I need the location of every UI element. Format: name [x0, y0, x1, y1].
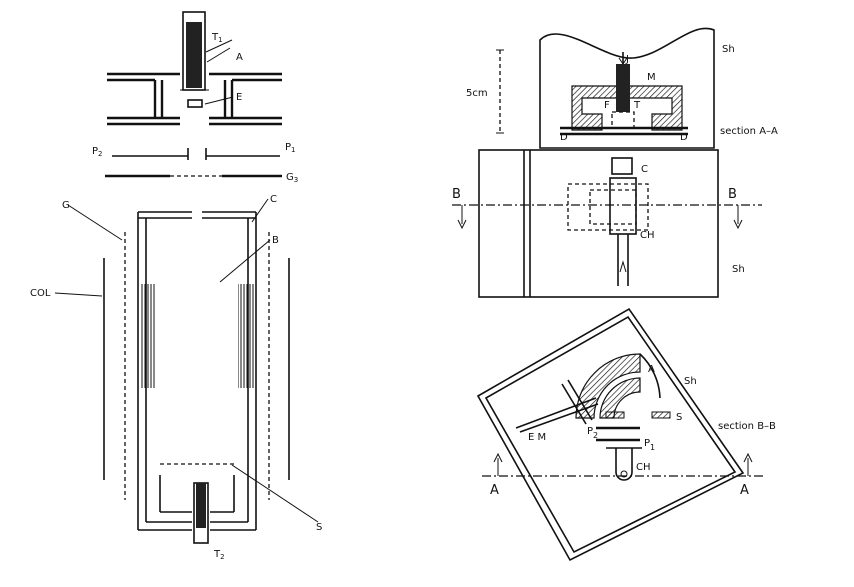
plate-s: [651, 411, 671, 419]
label-b-right: B: [728, 187, 737, 202]
coil-left: [140, 284, 156, 388]
label-section-bb: section B–B: [718, 421, 776, 432]
label-g3: G3: [286, 172, 298, 184]
label-p1: P1: [285, 142, 296, 154]
cell-c: [137, 211, 257, 531]
connector-c: [611, 157, 633, 175]
section-aa-box: [452, 149, 762, 298]
label-sh-top: Sh: [722, 44, 735, 55]
label-t2: T2: [213, 549, 225, 561]
bottom-right-labels: Sh A S E M P2 P1 CH A A section B–B: [490, 364, 776, 498]
outer-box: [478, 149, 719, 298]
left-figure-labels: T1 A E P2 P1 G3 G C B COL S T2: [30, 32, 322, 561]
label-a-arc: A: [648, 364, 655, 375]
label-j: J: [625, 54, 629, 65]
label-t: T: [633, 100, 641, 111]
label-ch-bottom: CH: [636, 462, 651, 473]
label-a: A: [236, 52, 243, 63]
bottom-right-figure: [476, 307, 766, 562]
label-m: M: [647, 72, 656, 83]
plates-p1-p2: [112, 148, 280, 160]
label-sh-rotated: Sh: [684, 376, 697, 387]
label-s-plate: S: [676, 412, 682, 423]
label-p2: P2: [92, 146, 103, 158]
label-sh-bottom: Sh: [732, 264, 745, 275]
label-b: B: [272, 235, 279, 246]
label-b-left: B: [452, 187, 461, 202]
label-c-connector: C: [641, 164, 648, 175]
filament-box: [611, 111, 635, 129]
label-ch: CH: [640, 230, 655, 241]
label-a-left: A: [490, 483, 499, 498]
coil-right: [238, 284, 254, 388]
label-a-right: A: [740, 483, 749, 498]
tube-t2-fill: [196, 483, 206, 528]
label-section-aa: section A–A: [720, 126, 778, 137]
label-f: F: [604, 100, 610, 111]
label-e: E: [236, 92, 242, 103]
label-s: S: [316, 522, 322, 533]
shield-top: [539, 27, 715, 149]
channel-ch-bottom: [615, 448, 633, 481]
label-c: C: [270, 194, 277, 205]
label-d-right: D: [680, 132, 688, 143]
label-d-left: D: [560, 132, 568, 143]
top-right-figure: [496, 27, 715, 149]
label-t1: T1: [211, 32, 223, 44]
label-g: G: [62, 200, 70, 211]
arc-a: [575, 353, 641, 419]
top-ion-source-plates: [107, 39, 282, 126]
electrode-e: [187, 99, 203, 108]
left-figure: [54, 11, 319, 544]
tube-j: [616, 64, 630, 112]
top-right-labels: Sh J M 5cm F T D D section A–A C B B CH …: [452, 44, 778, 275]
label-p1-bottom: P1: [644, 438, 655, 452]
label-scale: 5cm: [466, 88, 488, 99]
magnet-m: [571, 85, 683, 131]
channel-ch: [609, 177, 637, 235]
rotated-frame-outer: [476, 307, 745, 562]
label-p2-bottom: P2: [587, 426, 598, 440]
label-em: E M: [528, 432, 546, 443]
tube-t1-fill: [186, 22, 202, 88]
label-col: COL: [30, 288, 51, 299]
